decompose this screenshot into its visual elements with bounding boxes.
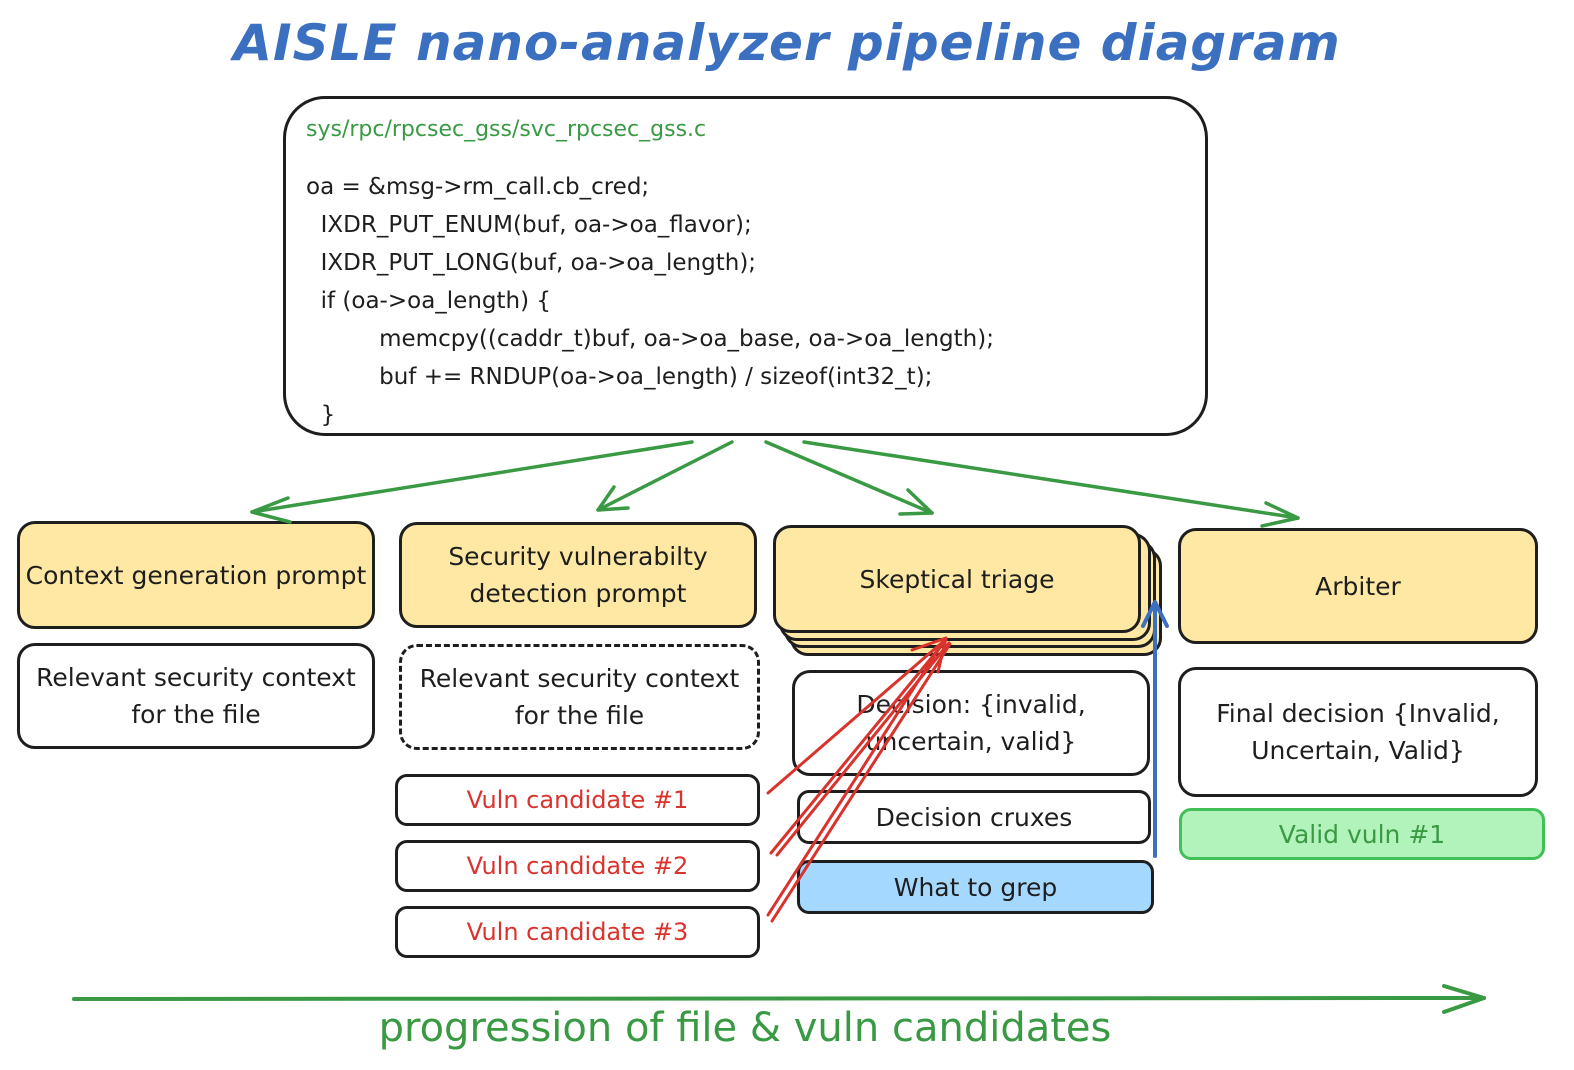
detection-input-context: Relevant security context for the file (399, 644, 760, 750)
arrow-to-triage (764, 440, 934, 515)
vulnerability-detection-prompt: Security vulnerabilty detection prompt (399, 522, 757, 628)
vuln-candidate-1: Vuln candidate #1 (395, 774, 760, 826)
final-decision: Final decision {Invalid, Uncertain, Vali… (1178, 667, 1538, 797)
code-snippet-box: sys/rpc/rpcsec_gss/svc_rpcsec_gss.c oa =… (283, 96, 1208, 436)
context-output: Relevant security context for the file (17, 643, 375, 749)
arbiter: Arbiter (1178, 528, 1538, 644)
context-generation-prompt: Context generation prompt (17, 521, 375, 629)
skeptical-triage: Skeptical triage (773, 525, 1141, 633)
vuln-candidate-3: Vuln candidate #3 (395, 906, 760, 958)
triage-decision: Decision: {invalid, uncertain, valid} (792, 670, 1150, 776)
code-file-path: sys/rpc/rpcsec_gss/svc_rpcsec_gss.c (306, 117, 707, 142)
arrow-to-detection (596, 440, 734, 512)
candidate-3-to-triage-arrow (766, 639, 946, 917)
diagram-title: AISLE nano-analyzer pipeline diagram (233, 14, 1341, 72)
candidate-1-to-triage-arrow (766, 638, 947, 795)
arrow-to-context (250, 440, 694, 514)
candidate-2-to-triage-arrow (769, 638, 948, 855)
code-lines: oa = &msg->rm_call.cb_cred; IXDR_PUT_ENU… (306, 174, 994, 428)
candidate-3-to-triage-arrow-b (770, 642, 952, 923)
arrow-to-arbiter (802, 440, 1300, 520)
vuln-candidate-2: Vuln candidate #2 (395, 840, 760, 892)
valid-vuln: Valid vuln #1 (1179, 808, 1545, 860)
decision-cruxes: Decision cruxes (797, 790, 1151, 844)
what-to-grep: What to grep (797, 860, 1154, 914)
progression-label: progression of file & vuln candidates (378, 1005, 1112, 1051)
progression-arrow (72, 996, 1486, 1001)
